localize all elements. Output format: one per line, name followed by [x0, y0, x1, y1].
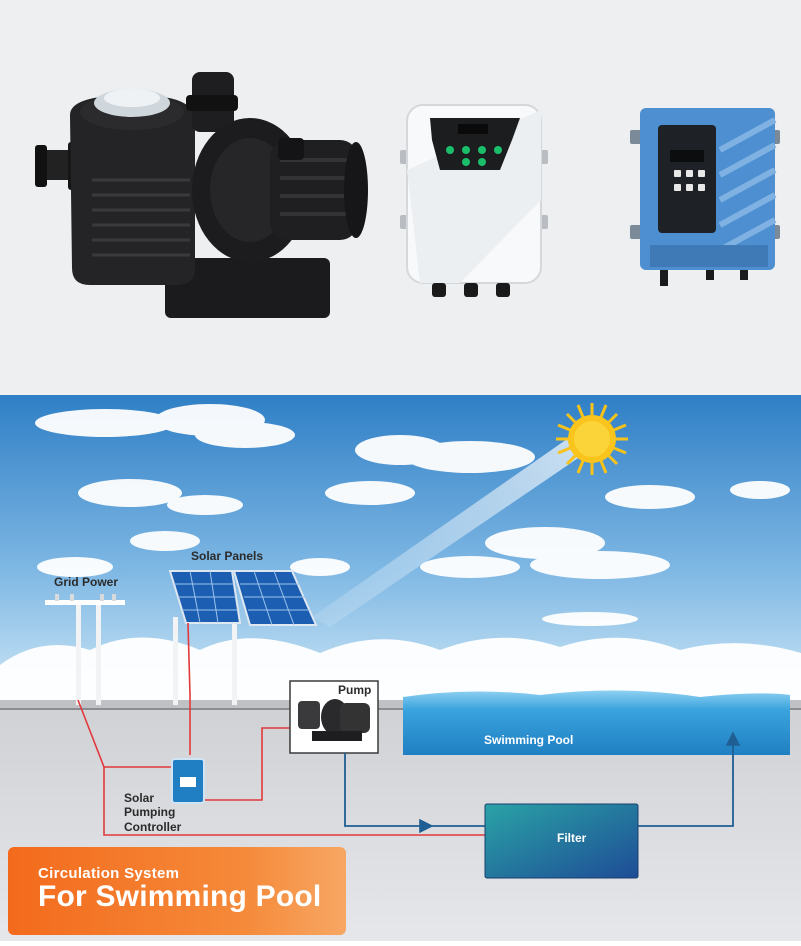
grid-power-pole: [45, 594, 125, 705]
banner-title: For Swimming Pool: [38, 880, 322, 913]
water-pipes: [344, 731, 741, 834]
solar-panels-label: Solar Panels: [191, 549, 263, 563]
swimming-pool: [403, 690, 790, 755]
pool-pump-image: [35, 72, 368, 318]
banner-subtitle: Circulation System: [38, 865, 180, 882]
circulation-diagram: Grid Power: [0, 395, 801, 941]
sun: [556, 403, 628, 475]
filter-label: Filter: [557, 831, 587, 845]
controller-label-line2: Pumping: [124, 805, 175, 819]
solar-pumping-controller: [171, 758, 205, 804]
sun-beam: [312, 430, 590, 627]
swimming-pool-label: Swimming Pool: [484, 733, 573, 747]
white-controller-image: [400, 104, 548, 297]
title-banner: [8, 847, 346, 935]
power-wires: [77, 622, 490, 836]
controller-label-line3: Controller: [124, 820, 182, 834]
product-photo-panel: [0, 0, 801, 395]
pump-label: Pump: [338, 683, 371, 697]
controller-label-line1: Solar: [124, 791, 154, 805]
solar-panels: [168, 570, 318, 705]
filter-box: [484, 803, 639, 879]
blue-controller-image: [630, 108, 780, 286]
grid-power-label: Grid Power: [54, 575, 118, 589]
pump-box: [289, 680, 379, 754]
